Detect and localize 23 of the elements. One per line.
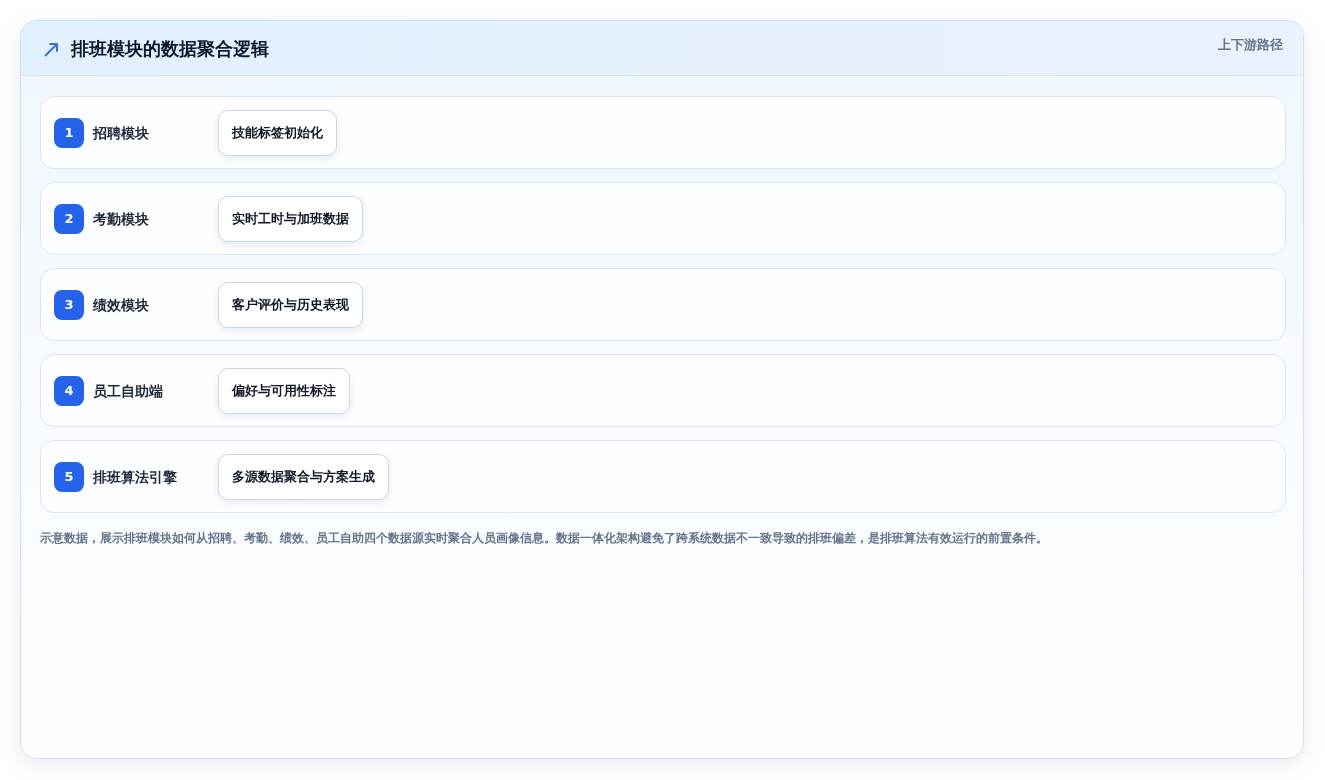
module-row: [40, 268, 1286, 341]
module-row: [40, 182, 1286, 255]
caption: 示意数据，展示排班模块如何从招聘、考勤、绩效、员工自助四个数据源实时聚合人员画像信息。数据一体化架构避免了跨系统数据不一致导致的排班偏差，是排班算法有效运行的前置条件。: [40, 530, 1048, 547]
number-badge: 5: [54, 462, 84, 492]
output-tag: 客户评价与历史表现: [218, 282, 363, 328]
number-badge: 2: [54, 204, 84, 234]
output-tag: 技能标签初始化: [218, 110, 337, 156]
module-row: [40, 96, 1286, 169]
module-name: 绩效模块: [93, 296, 149, 315]
module-row: [40, 440, 1286, 513]
number-badge: 1: [54, 118, 84, 148]
output-tag: 实时工时与加班数据: [218, 196, 363, 242]
module-name: 考勤模块: [93, 210, 149, 229]
output-tag: 多源数据聚合与方案生成: [218, 454, 389, 500]
module-row: [40, 354, 1286, 427]
number-badge: 4: [54, 376, 84, 406]
header-note: 上下游路径: [1218, 36, 1283, 54]
number-badge: 3: [54, 290, 84, 320]
module-name: 排班算法引擎: [93, 468, 177, 487]
module-name: 招聘模块: [93, 124, 149, 143]
title: 排班模块的数据聚合逻辑: [71, 37, 269, 61]
module-name: 员工自助端: [93, 382, 163, 401]
output-tag: 偏好与可用性标注: [218, 368, 350, 414]
